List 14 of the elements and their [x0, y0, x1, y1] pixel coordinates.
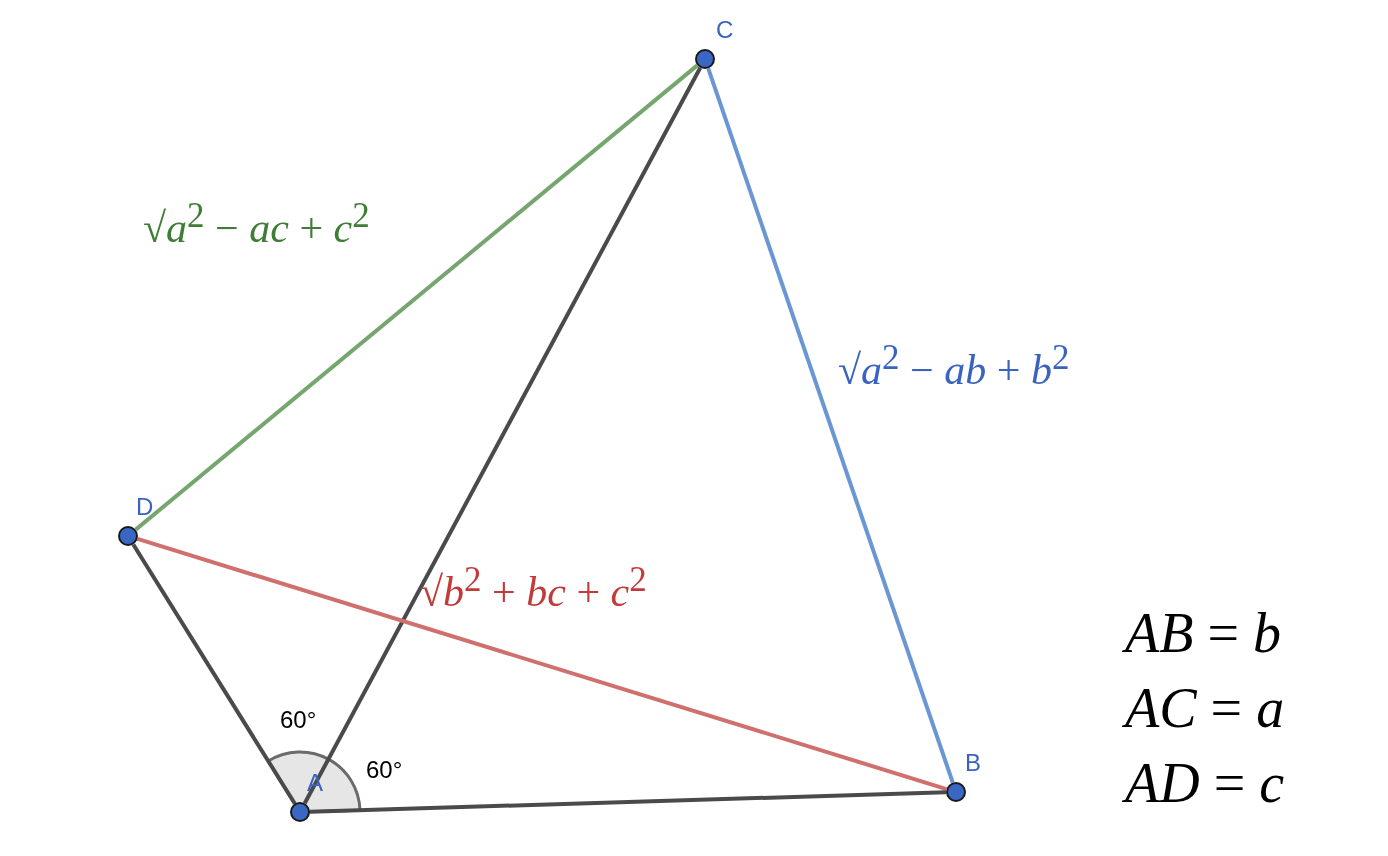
point-label: C	[716, 16, 734, 44]
edge-label: √a$^{2}$ − ac + c$^{2}$	[143, 198, 370, 249]
angle-label: 60°	[280, 708, 317, 732]
line-segment	[309, 790, 947, 814]
edge-label: √b$^{2}$ + bc + c$^{2}$	[420, 562, 647, 613]
line-segment	[136, 537, 948, 791]
line-segment	[302, 66, 703, 805]
line-segment	[706, 67, 955, 784]
line-segment	[134, 63, 699, 532]
angle-label: 60°	[366, 758, 403, 782]
point-label: B	[965, 749, 981, 777]
point-label: D	[136, 493, 154, 521]
edge-label: √a$^{2}$ − ab + b$^{2}$	[838, 340, 1070, 391]
line-segment	[131, 543, 297, 805]
